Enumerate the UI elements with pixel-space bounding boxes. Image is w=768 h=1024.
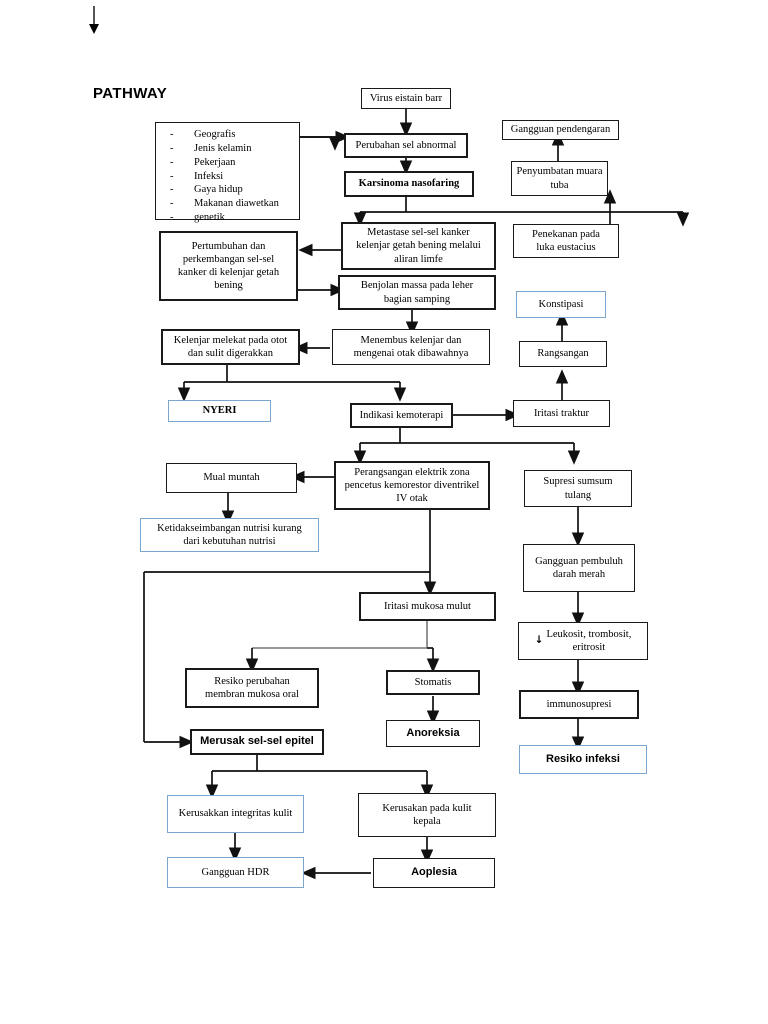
node-kerusakan-kulit-kepala: Kerusakan pada kulit kepala	[358, 793, 496, 837]
node-nyeri: NYERI	[168, 400, 271, 422]
node-virus-eistain-barr: Virus eistain barr	[361, 88, 451, 109]
node-resiko-perubahan-membran: Resiko perubahan membran mukosa oral	[185, 668, 319, 708]
risk-factor-label: Infeksi	[194, 170, 224, 182]
list-item: - Pekerjaan	[170, 156, 295, 170]
bullet-dash: -	[170, 212, 174, 224]
node-kerusakkan-integritas-kulit: Kerusakkan integritas kulit	[167, 795, 304, 833]
node-anoreksia: Anoreksia	[386, 720, 480, 747]
node-supresi-sumsum-tulang: Supresi sumsum tulang	[524, 470, 632, 507]
node-metastase-sel-kanker: Metastase sel-sel kanker kelenjar getah …	[341, 222, 496, 270]
bullet-dash: -	[170, 129, 174, 140]
node-rangsangan: Rangsangan	[519, 341, 607, 367]
node-stomatis: Stomatis	[386, 670, 480, 695]
risk-factor-label: Geografis	[194, 129, 236, 140]
node-menembus-kelenjar: Menembus kelenjar dan mengenai otak diba…	[332, 329, 490, 365]
node-penyumbatan-muara-tuba: Penyumbatan muara tuba	[511, 161, 608, 196]
page-title: PATHWAY	[93, 85, 168, 102]
risk-factors-box: - Geografis - Jenis kelamin - Pekerjaan - In…	[155, 122, 300, 223]
list-item: - Geografis	[170, 128, 295, 142]
node-iritasi-mukosa-mulut: Iritasi mukosa mulut	[359, 592, 496, 621]
bullet-dash: -	[170, 142, 174, 154]
list-item: - Gaya hidup	[170, 183, 295, 197]
node-perangsangan-elektrik: Perangsangan elektrik zona pencetus kemo…	[334, 461, 490, 510]
node-penekanan-luka-eustacius: Penekanan pada luka eustacius	[513, 224, 619, 258]
node-indikasi-kemoterapi: Indikasi kemoterapi	[350, 403, 453, 428]
bullet-dash: -	[170, 198, 174, 210]
node-pertumbuhan-sel-kanker: Pertumbuhan dan perkembangan sel-sel kan…	[159, 231, 298, 301]
risk-factor-label: Makanan diawetkan	[194, 198, 279, 210]
risk-factor-label: Gaya hidup	[194, 184, 243, 196]
node-merusak-sel-epitel: Merusak sel-sel epitel	[190, 729, 324, 755]
list-item: - Infeksi	[170, 170, 295, 184]
node-kelenjar-melekat: Kelenjar melekat pada otot dan sulit dig…	[161, 329, 300, 365]
risk-factor-label: Jenis kelamin	[194, 142, 252, 154]
node-resiko-infeksi: Resiko infeksi	[519, 745, 647, 774]
node-gangguan-pendengaran: Gangguan pendengaran	[502, 120, 619, 140]
node-iritasi-traktur: Iritasi traktur	[513, 400, 610, 427]
arrow-down-icon	[86, 4, 102, 43]
node-ketidakseimbangan-nutrisi: Ketidakseimbangan nutrisi kurang dari ke…	[140, 518, 319, 552]
node-mual-muntah: Mual muntah	[166, 463, 297, 493]
list-item: - Makanan diawetkan	[170, 197, 295, 211]
bullet-dash: -	[170, 156, 174, 168]
bullet-dash: -	[170, 170, 174, 182]
node-gangguan-pembuluh-darah: Gangguan pembuluh darah merah	[523, 544, 635, 592]
arrow-down-icon: ↓	[534, 634, 544, 647]
risk-factor-label: Pekerjaan	[194, 156, 236, 168]
node-gangguan-hdr: Gangguan HDR	[167, 857, 304, 888]
risk-factor-label: genetik	[194, 212, 225, 224]
node-karsinoma-nasofaring: Karsinoma nasofaring	[344, 171, 474, 197]
node-perubahan-sel-abnormal: Perubahan sel abnormal	[344, 133, 468, 158]
node-benjolan-massa-leher: Benjolan massa pada leher bagian samping	[338, 275, 496, 310]
node-konstipasi: Konstipasi	[516, 291, 606, 318]
risk-factors-list: - Geografis - Jenis kelamin - Pekerjaan - In…	[170, 128, 295, 225]
bullet-dash: -	[170, 184, 174, 196]
node-leukosit-trombosit-eritrosit: ↓ Leukosit, trombosit, eritrosit	[518, 622, 648, 660]
list-item: - genetik	[170, 211, 295, 225]
node-aoplesia: Aoplesia	[373, 858, 495, 888]
node-immunosupresi: immunosupresi	[519, 690, 639, 719]
list-item: - Jenis kelamin	[170, 142, 295, 156]
